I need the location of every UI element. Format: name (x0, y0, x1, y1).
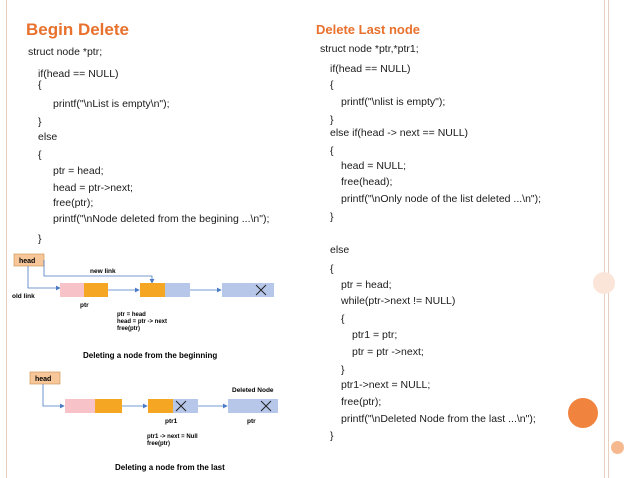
left-code-line: head = ptr->next; (53, 182, 133, 194)
last-node-data (222, 283, 248, 297)
right-code-line: ptr = ptr ->next; (352, 346, 424, 358)
right-code-line: { (330, 263, 334, 275)
left-code-line: } (38, 116, 42, 128)
left-frame-line (6, 0, 7, 478)
right-code-line: ptr = head; (341, 279, 392, 291)
diagram-code-line: free(ptr) (117, 326, 140, 332)
null-cross-icon (255, 284, 267, 296)
right-code-line: } (341, 364, 345, 376)
begin-delete-title: Begin Delete (26, 20, 129, 39)
first-node-next (95, 399, 122, 413)
second-node-next (165, 283, 190, 297)
deleted-node-label: Deleted Node (232, 387, 274, 394)
first-node-data (65, 399, 95, 413)
right-code-line: { (341, 313, 345, 325)
ptr-label: ptr (247, 418, 256, 425)
diagram-caption: Deleting a node from the last (115, 463, 225, 472)
right-code-line: ptr1->next = NULL; (341, 379, 431, 391)
left-code-line: ptr = head; (53, 165, 104, 177)
head-label: head (19, 258, 35, 265)
right-code-line: if(head == NULL) (330, 63, 411, 75)
head-label: head (35, 376, 51, 383)
diagram-code-line: ptr1 -> next = Null (147, 434, 198, 440)
left-code-line: free(ptr); (53, 197, 94, 209)
head-link-arrow (42, 384, 65, 409)
diagram-code-line: ptr = head (117, 312, 146, 318)
left-code-line: else (38, 131, 58, 143)
null-cross-icon (175, 400, 187, 412)
decorative-circle-light (593, 272, 615, 294)
right-code-line: { (330, 145, 334, 157)
left-code-line: } (38, 233, 42, 245)
second-node-next (173, 399, 198, 413)
ptr-label: ptr (80, 302, 89, 309)
right-code-line: { (330, 79, 334, 91)
right-code-line: free(head); (341, 176, 393, 188)
right-code-line: free(ptr); (341, 396, 382, 408)
right-code-line: head = NULL; (341, 160, 407, 172)
head-box (29, 371, 61, 385)
right-code-line: printf("\nDeleted Node from the last ...… (341, 413, 536, 425)
second-node-data (148, 399, 173, 413)
delete-last-node-title: Delete Last node (316, 22, 421, 37)
left-code-line: if(head == NULL) (38, 68, 119, 80)
right-code-line: printf("\nlist is empty"); (341, 96, 446, 108)
first-node-next (84, 283, 108, 297)
new-link-label: new link (90, 268, 116, 275)
ptr1-label: ptr1 (165, 418, 178, 425)
right-code-line: } (330, 211, 334, 223)
diagram-caption: Deleting a node from the beginning (83, 351, 217, 360)
delete-beginning-diagram: head new link old link ptr ptr = head he… (12, 253, 274, 360)
decorative-circle-small (611, 441, 624, 454)
right-code-line: else (330, 244, 350, 256)
left-code-line: printf("\nNode deleted from the begining… (53, 213, 270, 225)
deleted-node-data (228, 399, 253, 413)
right-frame-line-2 (608, 0, 609, 478)
right-frame-line (604, 0, 605, 478)
right-code-line: } (330, 114, 334, 126)
left-code-line: struct node *ptr; (28, 46, 103, 58)
diagram-code-line: free(ptr) (147, 441, 170, 447)
right-code-line: } (330, 430, 334, 442)
decorative-circle-orange (568, 398, 598, 428)
right-code-line: ptr1 = ptr; (352, 329, 398, 341)
right-code-line: else if(head -> next == NULL) (330, 127, 469, 139)
right-code-line: printf("\nOnly node of the list deleted … (341, 193, 542, 205)
left-code-line: { (38, 79, 42, 91)
first-node-data (60, 283, 84, 297)
left-code-line: printf("\nList is empty\n"); (53, 98, 170, 110)
old-link-label: old link (12, 293, 35, 300)
diagram-code-line: head = ptr -> next (117, 319, 167, 325)
new-link-arrow (43, 260, 155, 284)
left-code-line: { (38, 149, 42, 161)
right-code-line: struct node *ptr,*ptr1; (320, 43, 419, 55)
second-node-data (140, 283, 165, 297)
delete-last-diagram: head ptr1 Deleted Node ptr ptr1 -> next … (29, 371, 278, 472)
old-link-arrow (27, 266, 61, 291)
right-code-line: while(ptr->next != NULL) (341, 295, 456, 307)
null-cross-icon (260, 400, 272, 412)
